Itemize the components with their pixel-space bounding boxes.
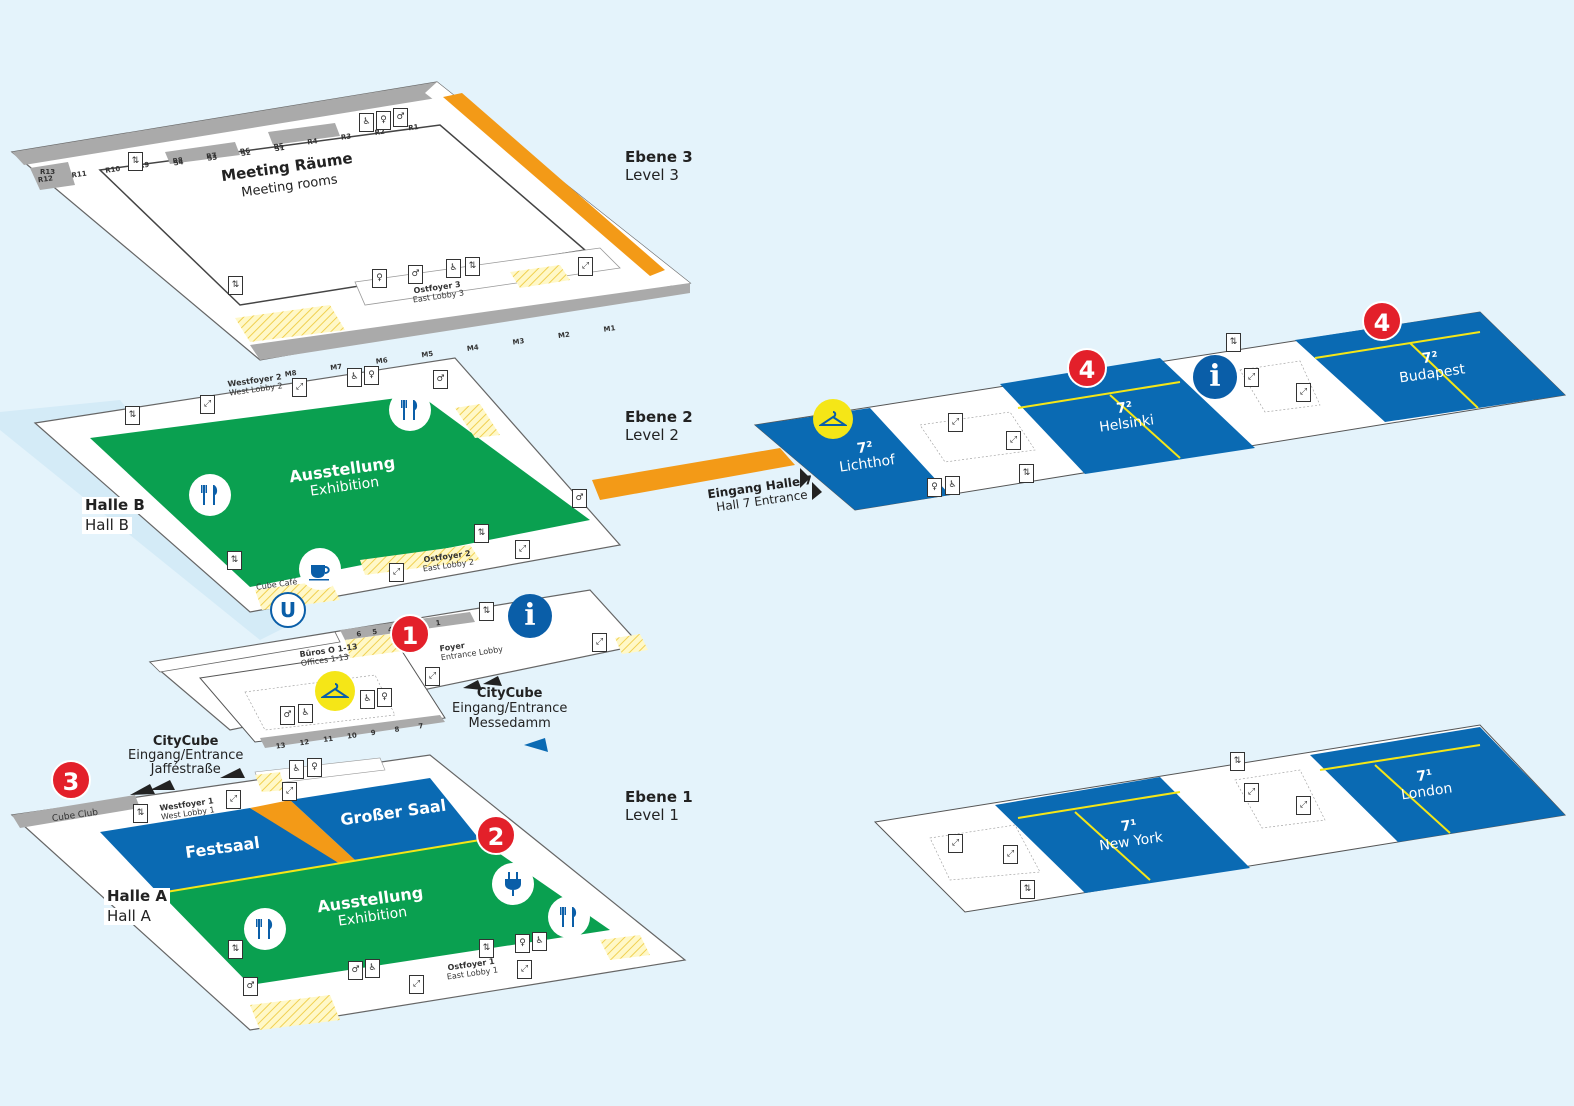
escalator-icon: ⤢ <box>948 413 963 432</box>
cutlery-icon <box>244 908 286 950</box>
badge-1[interactable]: 1 <box>390 614 430 654</box>
escalator-icon: ⤢ <box>515 540 530 559</box>
elevator-icon: ⇅ <box>1020 880 1035 899</box>
elevator-icon: ⇅ <box>1226 333 1241 352</box>
level2-plan <box>33 357 795 613</box>
wc-icon: ♿ <box>945 476 960 495</box>
room-r13: R13 <box>40 168 56 176</box>
elevator-icon: ⇅ <box>125 406 140 425</box>
elevator-icon: ⇅ <box>227 551 242 570</box>
elevator-icon: ⇅ <box>228 276 243 295</box>
wc-icon: ♂ <box>408 265 423 284</box>
elevator-icon: ⇅ <box>128 152 143 171</box>
wc-icon: ♿ <box>359 113 374 132</box>
level1-plan <box>10 754 687 1031</box>
escalator-icon: ⤢ <box>1244 783 1259 802</box>
escalator-icon: ⤢ <box>1006 431 1021 450</box>
escalator-icon: ⤢ <box>389 563 404 582</box>
wc-icon: ♀ <box>372 269 387 288</box>
wc-icon: ♿ <box>347 368 362 387</box>
elevator-icon: ⇅ <box>479 939 494 958</box>
info-icon[interactable]: i <box>508 594 552 638</box>
elevator-icon: ⇅ <box>228 940 243 959</box>
hall7-upper-plan <box>753 311 1567 511</box>
elevator-icon: ⇅ <box>474 524 489 543</box>
wc-icon: ♀ <box>364 366 379 385</box>
escalator-icon: ⤢ <box>517 960 532 979</box>
badge-2[interactable]: 2 <box>476 815 516 855</box>
wc-icon: ♂ <box>348 961 363 980</box>
escalator-icon: ⤢ <box>948 834 963 853</box>
wc-icon: ♂ <box>433 370 448 389</box>
elevator-icon: ⇅ <box>1019 464 1034 483</box>
entrance-arrow-icon <box>524 738 548 752</box>
wc-icon: ♿ <box>360 690 375 709</box>
wc-icon: ♂ <box>393 108 408 127</box>
escalator-icon: ⤢ <box>292 378 307 397</box>
escalator-icon: ⤢ <box>226 790 241 809</box>
wc-icon: ♂ <box>572 489 587 508</box>
escalator-icon: ⤢ <box>1003 845 1018 864</box>
hall-b-de-label: Halle B <box>82 497 148 514</box>
plug-icon <box>492 863 534 905</box>
wc-icon: ♀ <box>515 934 530 953</box>
cutlery-icon <box>189 474 231 516</box>
escalator-icon: ⤢ <box>200 395 215 414</box>
hall7-lower-plan <box>873 724 1567 913</box>
cutlery-icon <box>389 389 431 431</box>
wc-icon: ♿ <box>446 259 461 278</box>
wc-icon: ♿ <box>289 760 304 779</box>
wc-icon: ♂ <box>280 706 295 725</box>
escalator-icon: ⤢ <box>578 257 593 276</box>
wc-icon: ♿ <box>365 959 380 978</box>
escalator-icon: ⤢ <box>425 667 440 686</box>
level3-plan <box>10 81 692 361</box>
hall-a-de-label: Halle A <box>104 888 170 905</box>
hanger-icon <box>315 671 355 711</box>
escalator-icon: ⤢ <box>1244 368 1259 387</box>
escalator-icon: ⤢ <box>592 633 607 652</box>
wc-icon: ♀ <box>307 758 322 777</box>
badge-3[interactable]: 3 <box>51 760 91 800</box>
wc-icon: ♂ <box>243 977 258 996</box>
wc-icon: ♿ <box>532 932 547 951</box>
wc-icon: ♀ <box>927 478 942 497</box>
wc-icon: ♀ <box>377 688 392 707</box>
escalator-icon: ⤢ <box>1296 383 1311 402</box>
hall-b-en-label: Hall B <box>82 517 132 534</box>
wc-icon: ♀ <box>376 111 391 130</box>
info-icon-hall7[interactable]: i <box>1193 355 1237 399</box>
cutlery-icon <box>548 896 590 938</box>
ubahn-icon: U <box>270 592 306 628</box>
badge-4-helsinki[interactable]: 4 <box>1067 348 1107 388</box>
elevator-icon: ⇅ <box>465 257 480 276</box>
escalator-icon: ⤢ <box>282 782 297 801</box>
wc-icon: ♿ <box>298 704 313 723</box>
escalator-icon: ⤢ <box>1296 796 1311 815</box>
hall-a-en-label: Hall A <box>104 908 154 925</box>
coffee-icon <box>299 548 341 590</box>
hanger-icon <box>813 399 853 439</box>
elevator-icon: ⇅ <box>1230 752 1245 771</box>
elevator-icon: ⇅ <box>479 602 494 621</box>
badge-4-budapest[interactable]: 4 <box>1362 301 1402 341</box>
elevator-icon: ⇅ <box>133 804 148 823</box>
escalator-icon: ⤢ <box>409 975 424 994</box>
